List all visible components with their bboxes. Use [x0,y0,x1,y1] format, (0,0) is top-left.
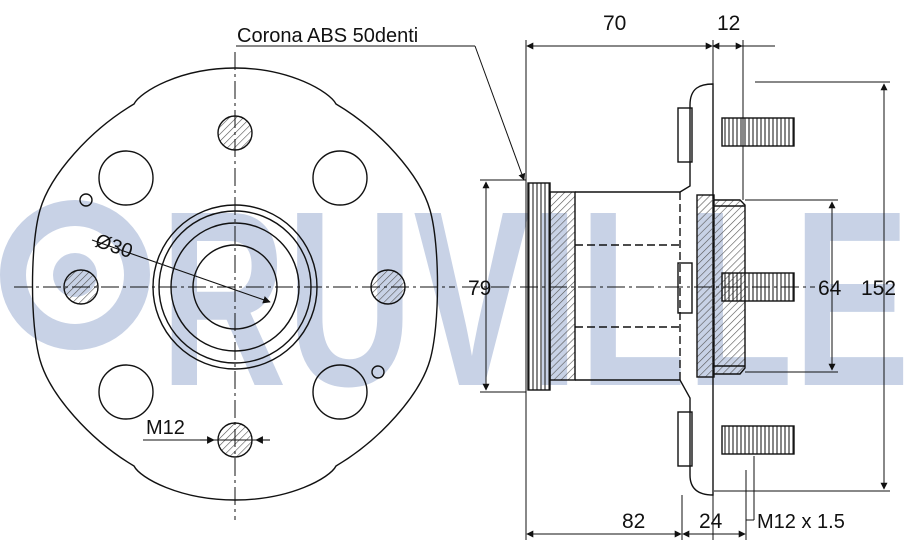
stud-top [721,117,795,147]
stud-spec-label: M12 x 1.5 [757,511,845,533]
dim-length-24: 24 [699,510,723,533]
abs-ring-label: Corona ABS 50denti [237,25,418,47]
dim-length-70: 70 [603,12,626,35]
pin-hole-left [79,193,93,207]
bore-leader [91,239,271,304]
hole-lower-left [98,364,154,420]
hole-upper-right [312,150,368,206]
dim-diameter-79: 79 [468,277,491,300]
stud-thread-label: M12 [146,417,185,439]
flange-section [696,194,715,378]
pin-hole-right [371,365,385,379]
boss-bottom [677,411,693,467]
stud-bottom [721,425,795,455]
front-centerlines [14,52,455,520]
dim-diameter-64: 64 [818,277,842,300]
dimension-lines [236,40,890,540]
hole-lower-right [312,364,368,420]
hole-upper-left [98,150,154,206]
boss-mid [677,262,693,314]
boss-top [677,107,693,163]
dim-length-82: 82 [622,510,645,533]
dim-diameter-152: 152 [861,277,896,300]
dim-length-12: 12 [717,12,740,35]
hub-body [549,191,576,381]
